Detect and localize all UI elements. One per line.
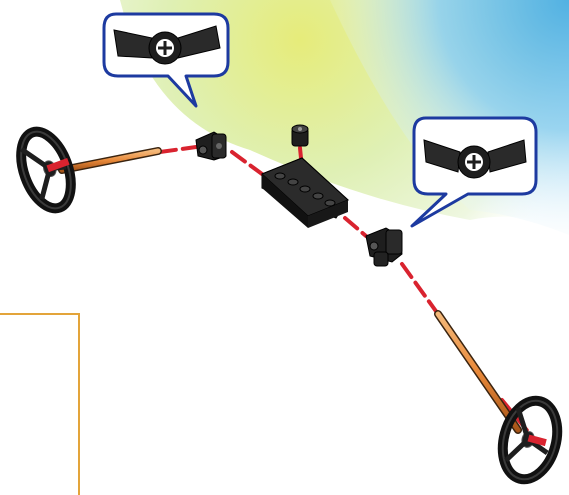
step-frame [0, 313, 80, 495]
bent-arm-icon [423, 139, 527, 179]
bent-arm-detail-right [410, 116, 538, 228]
wheel-left [16, 126, 76, 214]
bushing-piece [291, 124, 309, 147]
connector-right [365, 227, 403, 267]
bent-arm-detail-left [102, 12, 230, 108]
wheel-right [497, 395, 563, 485]
five-hole-beam [261, 157, 349, 228]
axle-rod-left [58, 147, 162, 174]
axle-rod-right [434, 310, 522, 434]
connector-left [195, 131, 227, 161]
bent-arm-icon [113, 25, 221, 65]
